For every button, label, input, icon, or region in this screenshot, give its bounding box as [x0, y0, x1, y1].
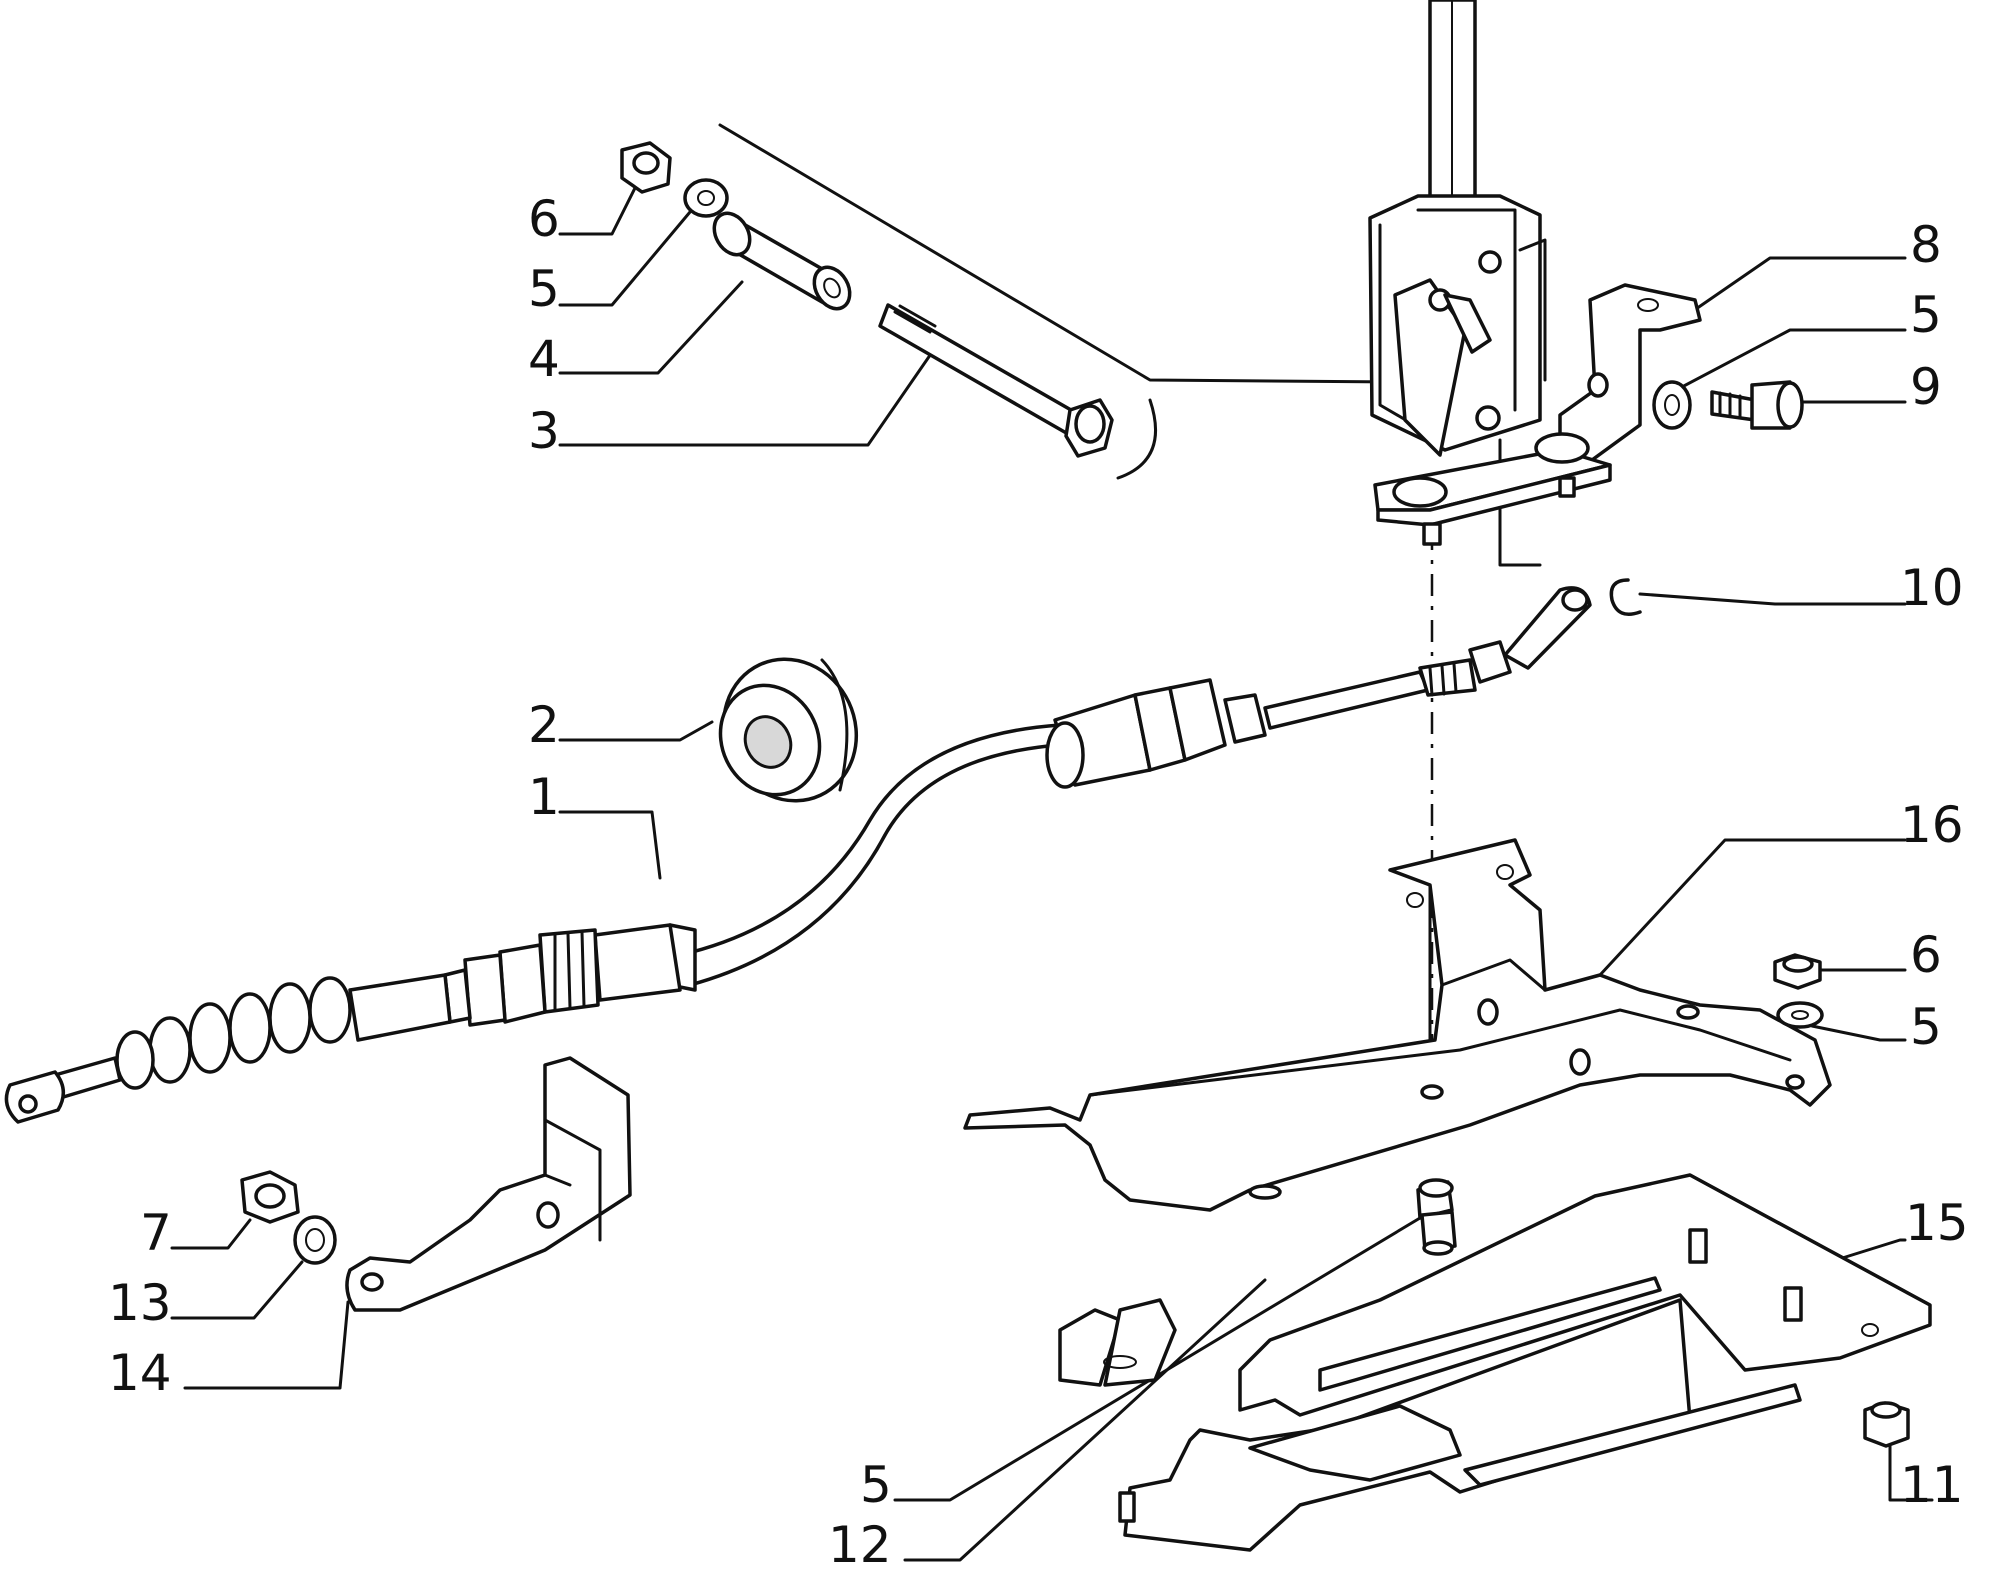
callout-7: 7 [140, 1204, 172, 1262]
nut-6-upper [620, 141, 672, 194]
callout-3: 3 [528, 402, 560, 460]
callout-13: 13 [108, 1274, 172, 1332]
leader-5d [893, 1216, 1422, 1502]
washer-5-upper [683, 178, 729, 218]
leader-4 [558, 280, 744, 375]
leader-7 [170, 1218, 252, 1250]
nut-11 [1863, 1401, 1910, 1448]
screw-9 [1710, 380, 1804, 430]
bracket-14 [345, 1056, 632, 1312]
clip-10 [1609, 578, 1642, 616]
leader-12 [903, 1278, 1267, 1562]
bolt-3 [878, 303, 1114, 458]
callout-1: 1 [528, 768, 560, 826]
bracket-8 [1558, 283, 1702, 462]
nut-7 [240, 1170, 300, 1224]
leader-16 [1598, 838, 1907, 977]
callout-5-lower: 5 [1910, 998, 1942, 1056]
callout-2: 2 [528, 696, 560, 754]
base-plate-shifter [1373, 432, 1612, 546]
leader-15 [1818, 1238, 1907, 1267]
leader-10 [1638, 592, 1907, 606]
spacer-4 [712, 211, 852, 311]
nut-6-lower [1773, 953, 1822, 990]
leader-1 [558, 810, 662, 880]
washer-5-lower [1776, 1001, 1824, 1029]
callout-6-upper: 6 [528, 190, 560, 248]
callout-15: 15 [1905, 1194, 1969, 1252]
leader-5a [558, 210, 692, 307]
callout-14: 14 [108, 1344, 172, 1402]
leader-5b [1678, 328, 1907, 390]
leader-5c [1810, 1024, 1907, 1042]
callout-10: 10 [1900, 559, 1964, 617]
grommet-2 [718, 657, 859, 803]
leader-11 [1888, 1418, 1934, 1502]
leader-3 [558, 346, 937, 447]
leader-13 [170, 1260, 304, 1320]
stud-5 [1416, 1178, 1457, 1256]
callout-labels: 6 5 4 3 8 5 9 10 2 1 16 6 5 7 13 14 15 5… [108, 190, 1969, 1574]
callout-5-right: 5 [1910, 286, 1942, 344]
washer-5-right [1652, 380, 1692, 430]
cable-left-end [4, 923, 697, 1124]
callout-11: 11 [1900, 1456, 1964, 1514]
callout-6-lower: 6 [1910, 926, 1942, 984]
cable-1 [678, 586, 1592, 987]
leader-lines [170, 176, 1934, 1562]
shift-lever-rod [1428, 0, 1477, 218]
plate-15 [1118, 1173, 1932, 1552]
shifter-housing [1368, 194, 1547, 457]
callout-4: 4 [528, 330, 560, 388]
callout-5-bottom: 5 [860, 1456, 892, 1514]
leader-14 [183, 1300, 350, 1390]
callout-12: 12 [828, 1516, 892, 1574]
leader-8 [1678, 256, 1907, 322]
arc-detail [1116, 398, 1158, 480]
bracket-16 [963, 838, 1832, 1387]
callout-8: 8 [1910, 216, 1942, 274]
leader-2 [558, 720, 714, 742]
washer-13 [293, 1215, 337, 1265]
callout-5-upper: 5 [528, 260, 560, 318]
leader-6a [558, 176, 642, 236]
shifter-reference-line [718, 123, 1402, 384]
callout-16: 16 [1900, 796, 1964, 854]
callout-9: 9 [1910, 358, 1942, 416]
